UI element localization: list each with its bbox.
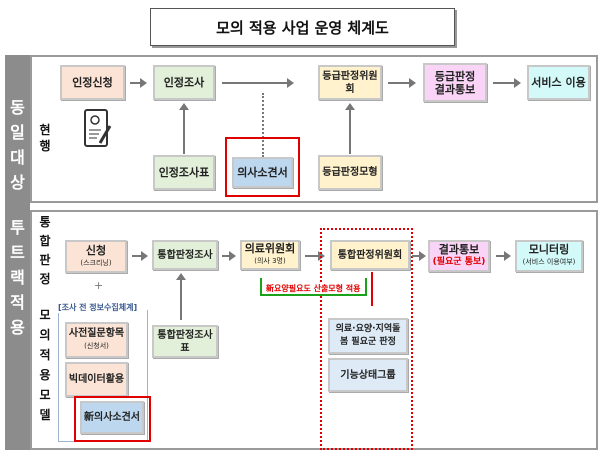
apply-box: 인정신청 (60, 65, 125, 100)
side-bottom-label: 투트랙 적용 (10, 218, 25, 337)
apply-label: 신청 (85, 243, 107, 257)
current-label: 현행 (39, 123, 51, 153)
result-label: 결과통보 (438, 243, 480, 256)
arrow (222, 78, 294, 88)
integrated-survey-box: 통합판정조사 (152, 240, 218, 270)
highlight-frame (74, 396, 151, 442)
pilot-label-2: 모의적용 모델 (39, 308, 51, 422)
questions-label: 사전질문항목 (68, 328, 125, 339)
green-note: 新요양필요도 산출모형 적용 (266, 283, 361, 294)
monitor-label: 모니터링 (528, 243, 570, 256)
result-box: 등급판정 결과통보 (423, 63, 487, 102)
bracket-label: [조사 전 정보수집체계] (58, 302, 138, 313)
result-box: 결과통보(필요군 통보) (428, 240, 490, 272)
questions-sub: (신청서) (84, 342, 109, 350)
integrated-survey-form-box: 통합판정조사표 (152, 325, 218, 358)
model-box: 등급판정모형 (318, 155, 382, 190)
arrow (493, 78, 521, 88)
monitoring-box: 모니터링 (서비스 이용여부) (515, 240, 583, 272)
pilot-section (30, 210, 598, 450)
questions-box: 사전질문항목 (신청서) (65, 322, 128, 358)
medical-label: 의료위원회 (244, 242, 296, 255)
medical-committee-box: 의료위원회 (의사 3명) (240, 240, 300, 270)
arrow (130, 78, 147, 88)
service-box: 서비스 이용 (527, 65, 590, 100)
monitor-sub: (서비스 이용여부) (522, 258, 576, 266)
arrow-up (345, 103, 355, 154)
function-group-box: 기능상태그룹 (328, 358, 408, 392)
highlight-frame (225, 137, 300, 197)
need-group-box: 의료·요양·지역돌봄 필요군 판정 (328, 318, 408, 354)
apply-box: 신청(스크리닝) (65, 240, 127, 273)
result-sub: (필요군 통보) (432, 257, 486, 267)
medical-sub: (의사 3명) (254, 257, 286, 265)
integrated-committee-box: 통합판정위원회 (330, 240, 410, 270)
apply-sub: (스크리닝) (80, 258, 112, 267)
result-label: 등급판정 결과통보 (434, 69, 476, 96)
committee-box: 등급판정위원회 (318, 65, 382, 100)
survey-form-box: 인정조사표 (153, 155, 215, 190)
page-title: 모의 적용 사업 운영 체계도 (150, 8, 455, 46)
arrow (496, 251, 511, 261)
pilot-label-1: 통합판정 (39, 215, 51, 286)
side-top-label: 동일대상 (10, 98, 25, 192)
current-section (30, 55, 598, 203)
arrow (222, 251, 236, 261)
arrow (412, 251, 426, 261)
arrow (132, 251, 148, 261)
doctor-opinion-box: 의사소견서 (232, 157, 293, 188)
highlight-dotted-frame (320, 228, 413, 450)
arrow-up (179, 103, 189, 154)
arrow (388, 78, 416, 88)
green-bracket-arrow (260, 278, 367, 296)
plus-sign: + (94, 279, 104, 292)
arrow-up (176, 273, 186, 320)
bigdata-box: 빅데이터활용 (65, 362, 128, 397)
new-doctor-opinion-box: 新의사소견서 (80, 401, 144, 434)
document-pen-icon (84, 109, 112, 147)
survey-box: 인정조사 (153, 65, 215, 100)
red-arrow-down (371, 272, 373, 306)
dotted-arrow (262, 93, 264, 157)
